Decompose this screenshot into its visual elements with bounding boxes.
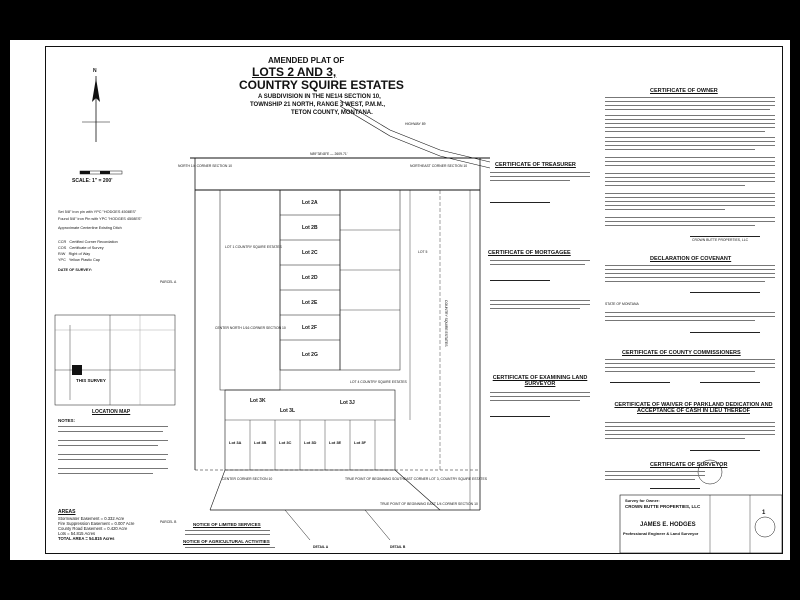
legend-item-set-pin: Set 5/8" iron pin with YPC "HODGES 4508E…	[58, 210, 137, 214]
label-detail-a: DETAIL A	[313, 545, 329, 549]
label-lot1: LOT 1 COUNTRY SQUIRE ESTATES	[225, 245, 282, 249]
lot-2d: Lot 2D	[302, 275, 318, 281]
date-of-survey-label: DATE OF SURVEY:	[58, 268, 92, 272]
legend-item-found-pin: Found 5/8" iron Pin with YPC "HODGES 450…	[58, 217, 142, 221]
title-line5: TOWNSHIP 21 NORTH, RANGE 3 WEST, P.M.M.,	[250, 102, 386, 108]
lot-2c: Lot 2C	[302, 250, 318, 256]
cert-mortgagee: CERTIFICATE OF MORTGAGEE	[488, 250, 571, 256]
label-nw-corner: NORTH 1/4 CORNER SECTION 10	[178, 164, 233, 168]
lot-2g: Lot 2G	[302, 352, 318, 358]
location-map-label: LOCATION MAP	[92, 409, 131, 415]
lot-3c: Lot 3C	[279, 440, 292, 445]
legend-item-ccr: CCR Certified Corner Recordation	[58, 240, 118, 244]
this-survey-label: THIS SURVEY	[76, 378, 106, 383]
legend-item-rw: R/W Right of Way	[58, 252, 91, 256]
title-line2: LOTS 2 AND 3,	[252, 65, 337, 79]
legend-item-ditch: Approximate Centerline Existing Ditch	[58, 226, 122, 230]
label-lot4: LOT 4 COUNTRY SQUIRE ESTATES	[350, 380, 407, 384]
label-road-side: COUNTRY SQUIRE ESTATES	[444, 300, 448, 347]
label-center-north: CENTER NORTH 1/16 CORNER SECTION 10	[215, 326, 286, 330]
title-block-surveyor-title: Professional Engineer & Land Surveyor	[623, 531, 699, 536]
areas-label: AREAS	[58, 509, 76, 515]
label-east-pob: TRUE POINT OF BEGINNING EAST 1/4 CORNER …	[380, 502, 478, 506]
cert-examining: CERTIFICATE OF EXAMINING LAND SURVEYOR	[492, 375, 588, 387]
area-row: County Road Easement = 0.420 Acre	[58, 526, 128, 531]
legend-item-cos: COS Certificate of Survey	[58, 246, 104, 250]
label-center-corner: CENTER CORNER SECTION 10	[222, 477, 273, 481]
bearing-top: N89°38'48"E — 2609.71'	[310, 152, 348, 156]
lot-3e: Lot 3E	[329, 440, 342, 445]
notice-limited-services: NOTICE OF LIMITED SERVICES	[193, 522, 261, 527]
label-ne-corner: NORTHEAST CORNER SECTION 10	[410, 164, 468, 168]
lot-3f: Lot 3F	[354, 440, 366, 445]
cert-commissioners: CERTIFICATE OF COUNTY COMMISSIONERS	[622, 350, 741, 356]
cert-parkland: CERTIFICATE OF WAIVER OF PARKLAND DEDICA…	[614, 402, 773, 414]
area-row-total: TOTAL AREA = 54.815 Acres	[58, 536, 115, 541]
label-highway: HIGHWAY 89	[405, 122, 426, 126]
lot-3k: Lot 3K	[250, 398, 266, 404]
legend-item-ypc: YPC Yellow Plastic Cap	[58, 258, 101, 262]
area-row: Fire Suppression Easement = 0.007 Acre	[58, 521, 135, 526]
title-block-owner: CROWN BUTTE PROPERTIES, LLC	[625, 504, 701, 509]
owner-company-sign: CROWN BUTTE PROPERTIES, LLC	[692, 238, 749, 242]
lot-2f: Lot 2F	[302, 325, 317, 331]
title-line6: TETON COUNTY, MONTANA.	[291, 110, 373, 116]
area-row: Stormwater Easement = 0.332 Acre	[58, 516, 125, 521]
label-parcel-b: PARCEL B	[160, 520, 177, 524]
lot-2b: Lot 2B	[302, 225, 318, 231]
north-label: N	[93, 68, 97, 74]
title-block-surveyor: JAMES E. HODGES	[640, 522, 696, 528]
cert-covenant: DECLARATION OF COVENANT	[650, 256, 732, 262]
title-line3: COUNTRY SQUIRE ESTATES	[239, 78, 404, 92]
lot-2e: Lot 2E	[302, 300, 318, 306]
title-block-survey-for: Survey for Owner:	[625, 498, 660, 503]
lot-2a: Lot 2A	[302, 200, 318, 206]
label-parcel-a: PARCEL A	[160, 280, 177, 284]
notes-label: NOTES:	[58, 418, 76, 423]
cert-treasurer: CERTIFICATE OF TREASURER	[495, 162, 576, 168]
cert-owner: CERTIFICATE OF OWNER	[650, 88, 718, 94]
north-arrow-icon	[82, 76, 110, 142]
state-of-montana: STATE OF MONTANA	[605, 302, 639, 306]
area-row: Lots = 54.815 Acres	[58, 531, 96, 536]
plat-drawing	[54, 76, 783, 554]
lot-3a: Lot 3A	[229, 440, 242, 445]
lot-3j: Lot 3J	[340, 400, 355, 406]
title-line4: A SUBDIVISION IN THE NE1/4 SECTION 10,	[258, 94, 381, 100]
notice-agricultural: NOTICE OF AGRICULTURAL ACTIVITIES	[183, 539, 270, 544]
plat-sheet: AMENDED PLAT OF LOTS 2 AND 3, COUNTRY SQ…	[10, 40, 790, 560]
sheet-number: 1	[762, 510, 766, 516]
lot-3d: Lot 3D	[304, 440, 317, 445]
lot-3l: Lot 3L	[280, 408, 295, 414]
label-south-pob: TRUE POINT OF BEGINNING SOUTHEAST CORNER…	[345, 477, 487, 481]
cert-surveyor: CERTIFICATE OF SURVEYOR	[650, 462, 728, 468]
scale-label: SCALE: 1" = 200'	[72, 178, 113, 184]
lot-3b: Lot 3B	[254, 440, 267, 445]
title-line1: AMENDED PLAT OF	[268, 56, 345, 65]
label-detail-b: DETAIL B	[390, 545, 406, 549]
label-lot5: LOT 5	[418, 250, 428, 254]
drawing-frame	[45, 46, 783, 554]
